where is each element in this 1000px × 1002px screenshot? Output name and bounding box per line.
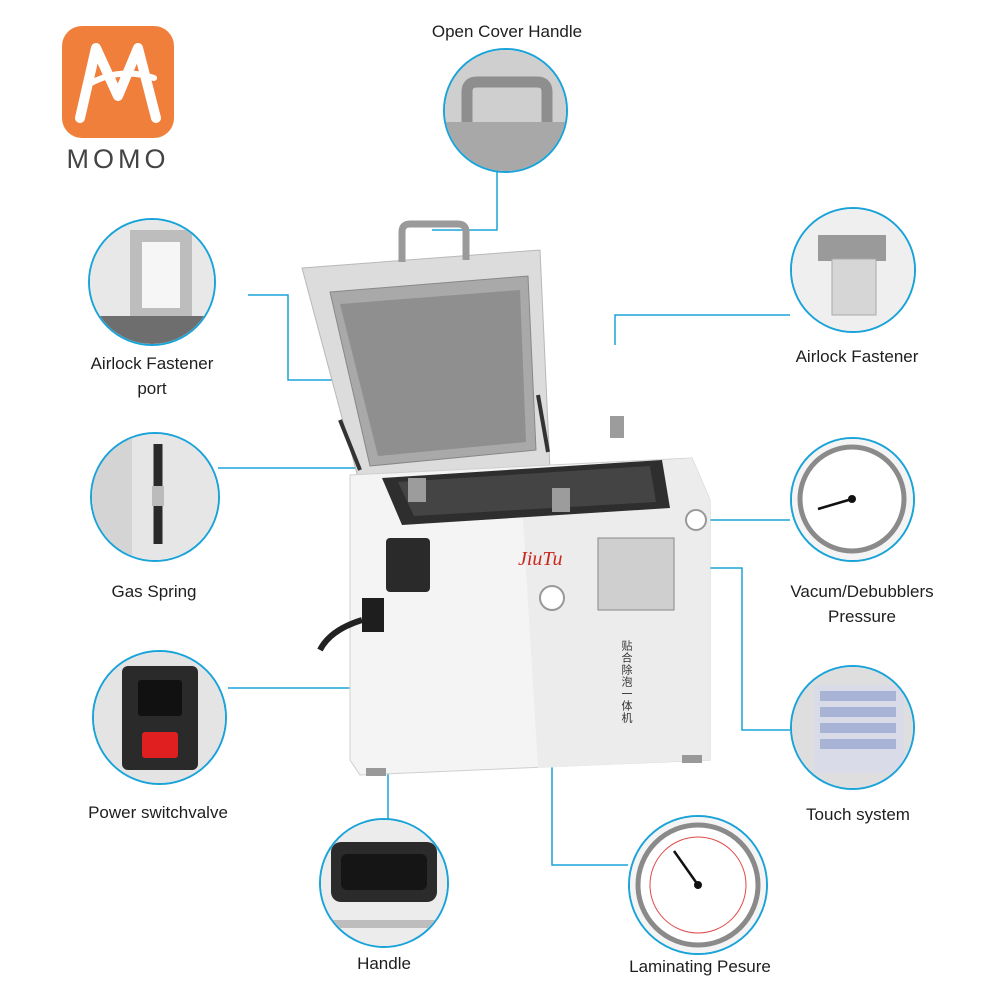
label-vacuum-line2: Pressure: [827, 607, 897, 626]
airlock-port-thumbnail: [88, 218, 216, 346]
open-cover-handle-thumbnail: [443, 48, 568, 173]
machine-brand-mark: JiuTu: [518, 548, 563, 570]
label-power-switch: Power switchvalve: [88, 803, 228, 822]
laminating-pressure-gauge-thumbnail: [628, 815, 768, 955]
label-open-cover-handle: Open Cover Handle: [431, 22, 583, 41]
machine-panel-text: 贴合除泡一体机: [620, 640, 632, 724]
airlock-fastener-thumbnail: [790, 207, 916, 333]
label-airlock-port-line2: port: [137, 379, 167, 398]
gas-spring-thumbnail: [90, 432, 220, 562]
handle-thumbnail: [319, 818, 449, 948]
label-touch-system: Touch system: [806, 805, 910, 824]
label-vacuum-line1: Vacum/Debubblers: [790, 582, 934, 601]
label-gas-spring: Gas Spring: [111, 582, 197, 601]
vacuum-pressure-gauge-thumbnail: [790, 437, 915, 562]
touch-system-thumbnail: [790, 665, 915, 790]
momo-logo: [62, 26, 174, 138]
label-airlock-port-line1: Airlock Fastener: [90, 354, 214, 373]
label-laminating-pressure: Laminating Pesure: [629, 957, 771, 976]
label-airlock-fastener: Airlock Fastener: [795, 347, 919, 366]
machine-illustration: JiuTu 贴合除泡一体机: [290, 220, 735, 795]
power-switch-thumbnail: [92, 650, 227, 785]
brand-name: MOMO: [66, 144, 170, 174]
label-handle: Handle: [357, 954, 411, 973]
